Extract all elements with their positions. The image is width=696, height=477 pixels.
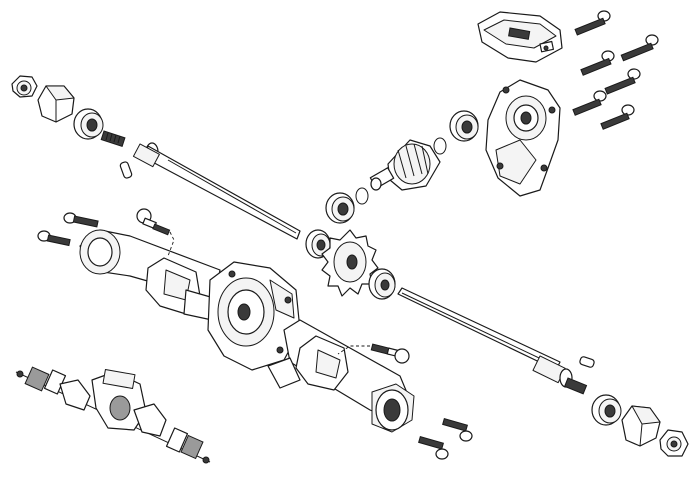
pinion-bearing (449, 110, 479, 142)
left-shaft-group (11, 75, 301, 240)
housing-right-link-mount (267, 335, 349, 391)
screw-6 (600, 104, 635, 130)
left-axle-shaft (132, 142, 301, 240)
ball-stud-left (136, 208, 175, 257)
skid-bracket (477, 11, 563, 63)
left-hex-hub (37, 85, 75, 123)
diff-gear-group (305, 229, 396, 300)
pinion-shim (433, 137, 447, 155)
housing-screw-c (442, 417, 473, 442)
right-hex-hub (621, 405, 661, 447)
housing-screw-d (418, 435, 449, 460)
screw-4 (604, 68, 641, 95)
housing-center-pumpkin (207, 261, 301, 371)
right-shaft-threaded-end (563, 377, 588, 395)
skid-screws (572, 10, 659, 130)
left-shaft-threaded-end (100, 130, 126, 147)
ball-stud-right (337, 343, 410, 364)
assembled-axle-thumbnail (15, 366, 211, 464)
screw-1 (574, 10, 611, 36)
right-lock-nut (659, 429, 689, 457)
screw-3 (620, 34, 659, 62)
housing-fasteners (37, 208, 473, 460)
pinion-shim-2 (355, 187, 369, 205)
skid-bracket-group (477, 10, 659, 130)
pinion-inner-bearing (325, 192, 355, 224)
gearbox-cover-half (485, 79, 561, 197)
axle-housing-group (79, 229, 415, 433)
left-outer-bearing (73, 108, 104, 140)
housing-screw-a (63, 212, 99, 228)
left-lock-nut (11, 75, 38, 98)
housing-screw-b (37, 230, 71, 247)
screw-2 (580, 50, 615, 76)
left-drive-pin (119, 161, 133, 179)
right-outer-bearing (591, 394, 622, 426)
housing-left-link-mount (145, 257, 215, 321)
right-drive-pin (579, 356, 595, 368)
right-axle-shaft (397, 287, 573, 388)
right-shaft-group (397, 287, 689, 457)
screw-5 (572, 90, 607, 116)
ring-gear (321, 229, 379, 297)
diff-right-bearing (368, 268, 396, 300)
pinion-gear (369, 139, 441, 191)
pinion-group (325, 110, 479, 224)
